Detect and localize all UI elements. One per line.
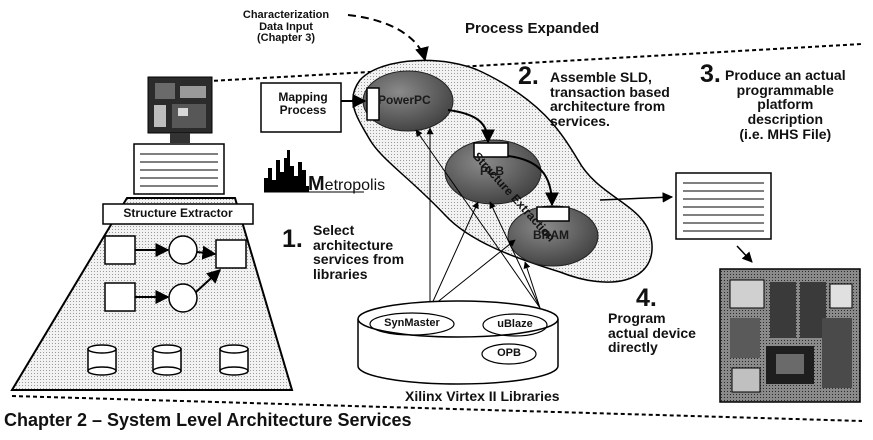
fpga-board-image xyxy=(719,268,861,403)
metropolis-logo-text: Metropolis xyxy=(308,173,386,195)
plb-label: PLB xyxy=(480,164,504,178)
step-2-number: 2. xyxy=(518,62,539,90)
bram-node xyxy=(507,205,599,267)
library-to-node-arrows xyxy=(415,127,541,309)
pyramid-dataflow xyxy=(104,235,247,313)
xilinx-library-cylinder xyxy=(357,300,559,385)
structure-extractor-pyramid xyxy=(10,197,294,391)
powerpc-node xyxy=(362,70,454,132)
fpga-board-image-small xyxy=(147,76,213,134)
expand-line-bottom xyxy=(11,395,863,422)
board-stem xyxy=(170,133,190,143)
powerpc-label: PowerPC xyxy=(378,93,431,107)
library-item-synmaster: SynMaster xyxy=(384,317,440,329)
mapping-process-label: Mapping Process xyxy=(278,90,328,117)
library-database-icons xyxy=(87,344,249,376)
extraction-to-mhs-arrow xyxy=(599,192,674,203)
plb-to-bram-arrow xyxy=(507,155,559,207)
metropolis-logo xyxy=(264,150,364,193)
mhs-file-small-icon xyxy=(133,143,225,195)
powerpc-to-plb-arrow xyxy=(447,109,495,144)
characterization-note: Characterization Data Input (Chapter 3) xyxy=(242,9,330,45)
mhs-file-icon xyxy=(675,172,772,240)
step-2-text: Assemble SLD, transaction based architec… xyxy=(550,69,670,130)
metropolis-logo-label: etropolis xyxy=(324,177,386,194)
structure-extractor-label-box xyxy=(102,203,254,225)
step-4-number: 4. xyxy=(636,284,657,312)
bram-label: BRAM xyxy=(533,228,569,242)
library-name: Xilinx Virtex II Libraries xyxy=(405,388,560,404)
step-3-number: 3. xyxy=(700,60,721,88)
step-3-text: Produce an actual programmable platform … xyxy=(725,67,846,142)
structure-extractor-label: Structure Extractor xyxy=(123,206,233,220)
step-1-text: Select architecture services from librar… xyxy=(313,222,405,283)
chapter-2-footer: Chapter 2 – System Level Architecture Se… xyxy=(4,410,412,430)
library-item-opb: OPB xyxy=(497,347,521,359)
characterization-arrow xyxy=(347,14,429,62)
mhs-to-board-arrow xyxy=(736,245,753,263)
mapping-process-box xyxy=(260,82,342,133)
process-expanded-title: Process Expanded xyxy=(465,20,600,37)
step-1-number: 1. xyxy=(282,225,303,253)
step-4-text: Program actual device directly xyxy=(608,310,696,356)
library-item-ublaze: uBlaze xyxy=(497,318,533,330)
